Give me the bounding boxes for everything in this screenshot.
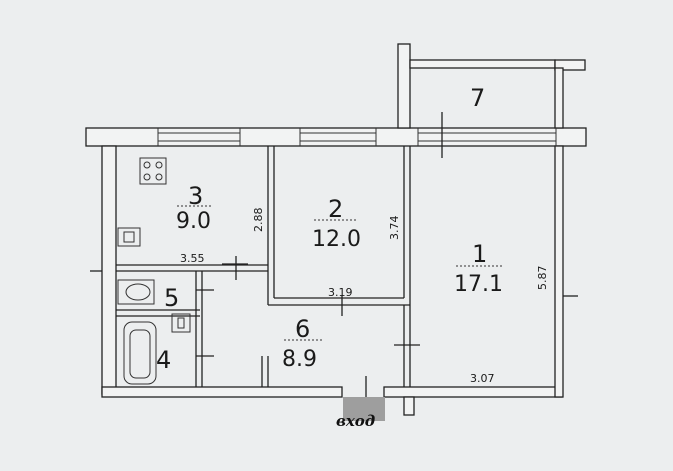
entrance-marker (343, 397, 385, 421)
room1-height-dimension: 5.87 (536, 266, 549, 291)
room-1-number: 1 (472, 240, 487, 268)
bathtub-icon (123, 321, 157, 385)
room-7-number: 7 (470, 84, 485, 112)
room-3-number: 3 (188, 182, 203, 210)
room-3-area: 9.0 (176, 209, 211, 234)
door-marks (196, 256, 420, 398)
kitchen-height-dimension: 2.88 (252, 208, 265, 233)
kitchen-width-dimension: 3.55 (180, 252, 205, 265)
room-6-number: 6 (295, 315, 310, 343)
room-2-number: 2 (328, 195, 343, 223)
kitchen-sink-icon (117, 227, 141, 247)
windows (157, 112, 557, 158)
room2-height-dimension: 3.74 (388, 216, 401, 241)
toilet-icon (171, 313, 191, 333)
room-2-area: 12.0 (312, 227, 361, 252)
room-1-area: 17.1 (454, 272, 503, 297)
washbasin-icon (117, 279, 155, 305)
room-6-area: 8.9 (282, 347, 317, 372)
room-4-number: 4 (156, 346, 171, 374)
room2-width-dimension: 3.19 (328, 286, 353, 299)
stove-icon (139, 157, 167, 185)
entrance-label: вход (336, 412, 376, 430)
room-5-number: 5 (164, 284, 179, 312)
room1-width-dimension: 3.07 (470, 372, 495, 385)
